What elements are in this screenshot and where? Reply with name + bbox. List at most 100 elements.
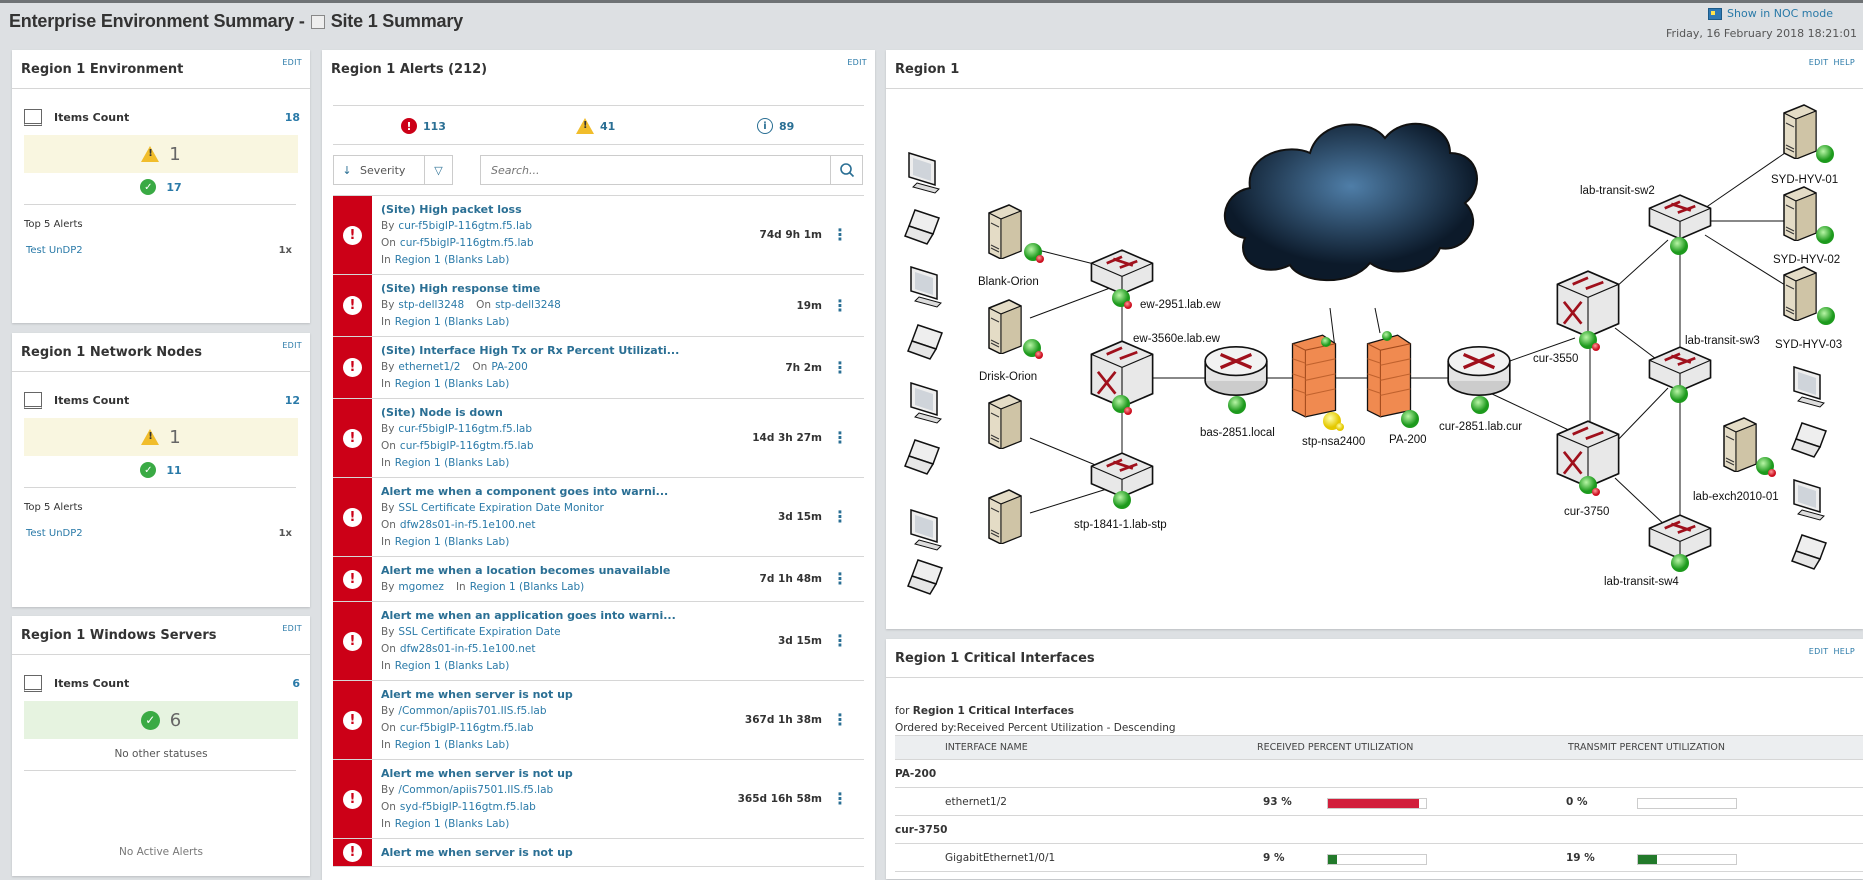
help-link[interactable]: HELP (1833, 647, 1855, 656)
more-options-icon[interactable]: ⋮ (832, 428, 848, 447)
sort-down-arrow-icon[interactable]: ↓ (342, 163, 352, 177)
detail-value[interactable]: cur-f5bigIP-116gtm.f5.lab (398, 220, 533, 232)
detail-value[interactable]: stp-dell3248 (495, 299, 561, 311)
detail-value[interactable]: Region 1 (Blanks Lab) (469, 581, 585, 593)
critical-count[interactable]: !113 (401, 118, 446, 134)
search-button[interactable] (830, 156, 862, 184)
detail-value[interactable]: PA-200 (491, 361, 528, 373)
top-alert-link[interactable]: Test UnDP2 (26, 528, 83, 539)
detail-value[interactable]: Region 1 (Blanks Lab) (394, 739, 510, 751)
detail-value[interactable]: dfw28s01-in-f5.1e100.net (399, 643, 536, 655)
detail-value[interactable]: Region 1 (Blanks Lab) (394, 536, 510, 548)
detail-value[interactable]: /Common/apiis701.IIS.f5.lab (398, 705, 547, 717)
node-label[interactable]: cur-3550 (1533, 353, 1578, 365)
node-label[interactable]: lab-transit-sw3 (1685, 335, 1760, 347)
detail-value[interactable]: Region 1 (Blanks Lab) (394, 660, 510, 672)
node-label[interactable]: SYD-HYV-03 (1775, 339, 1842, 351)
more-options-icon[interactable]: ⋮ (832, 357, 848, 377)
more-options-icon[interactable]: ⋮ (832, 225, 848, 244)
detail-value[interactable]: /Common/apiis7501.IIS.f5.lab (398, 784, 554, 796)
node-label[interactable]: Blank-Orion (978, 276, 1039, 288)
column-transmit-utilization[interactable]: TRANSMIT PERCENT UTILIZATION (1568, 742, 1726, 753)
more-options-icon[interactable]: ⋮ (832, 507, 848, 526)
alert-title[interactable]: Alert me when a component goes into warn… (381, 485, 669, 498)
node-label[interactable]: ew-2951.lab.ew (1140, 299, 1221, 311)
ok-status-band[interactable]: ✓6 (24, 701, 298, 739)
detail-value[interactable]: Region 1 (Blanks Lab) (394, 818, 510, 830)
detail-value[interactable]: syd-f5bigIP-116gtm.f5.lab (399, 801, 536, 813)
edit-link[interactable]: EDIT (282, 58, 302, 67)
alert-item[interactable]: !Alert me when a component goes into war… (333, 478, 864, 557)
detail-value[interactable]: SSL Certificate Expiration Date Monitor (398, 502, 604, 514)
alert-item[interactable]: !Alert me when server is not up (333, 839, 864, 867)
alert-title[interactable]: (Site) High response time (381, 282, 541, 295)
top-alert-link[interactable]: Test UnDP2 (26, 245, 83, 256)
help-link[interactable]: HELP (1833, 58, 1855, 67)
node-label[interactable]: cur-3750 (1564, 506, 1609, 518)
detail-value[interactable]: Region 1 (Blanks Lab) (394, 378, 510, 390)
warning-status-band[interactable]: 1 (24, 135, 298, 173)
interface-name[interactable]: GigabitEthernet1/0/1 (945, 852, 1056, 864)
edit-link[interactable]: EDIT (282, 341, 302, 350)
alert-title[interactable]: (Site) Interface High Tx or Rx Percent U… (381, 344, 680, 357)
detail-value[interactable]: Region 1 (Blanks Lab) (394, 457, 510, 469)
node-label[interactable]: SYD-HYV-01 (1771, 174, 1838, 186)
more-options-icon[interactable]: ⋮ (832, 295, 848, 315)
more-options-icon[interactable]: ⋮ (832, 569, 848, 588)
detail-value[interactable]: mgomez (398, 581, 444, 593)
node-name[interactable]: PA-200 (895, 768, 937, 780)
ok-status-row[interactable]: ✓11 (12, 462, 310, 478)
node-label[interactable]: PA-200 (1389, 434, 1427, 446)
node-label[interactable]: ew-3560e.lab.ew (1133, 333, 1221, 345)
detail-value[interactable]: Region 1 (Blanks Lab) (394, 316, 510, 328)
detail-value[interactable]: cur-f5bigIP-116gtm.f5.lab (399, 237, 534, 249)
node-label[interactable]: lab-transit-sw2 (1580, 185, 1655, 197)
alert-title[interactable]: (Site) High packet loss (381, 203, 522, 216)
node-label[interactable]: Drisk-Orion (979, 371, 1037, 383)
alert-item[interactable]: !Alert me when an application goes into … (333, 602, 864, 681)
node-label[interactable]: bas-2851.local (1200, 427, 1275, 439)
detail-value[interactable]: dfw28s01-in-f5.1e100.net (399, 519, 536, 531)
column-interface-name[interactable]: INTERFACE NAME (945, 742, 1028, 753)
warning-status-band[interactable]: 1 (24, 418, 298, 456)
chevron-down-icon[interactable]: ▽ (424, 156, 452, 184)
detail-value[interactable]: cur-f5bigIP-116gtm.f5.lab (398, 423, 533, 435)
warning-count[interactable]: 41 (576, 118, 615, 134)
alert-title[interactable]: Alert me when server is not up (381, 767, 573, 780)
column-received-utilization[interactable]: RECEIVED PERCENT UTILIZATION (1257, 742, 1414, 753)
search-input[interactable] (481, 156, 830, 184)
alert-title[interactable]: Alert me when server is not up (381, 688, 573, 701)
node-label[interactable]: SYD-HYV-02 (1773, 254, 1840, 266)
alert-item[interactable]: !(Site) Interface High Tx or Rx Percent … (333, 337, 864, 399)
detail-value[interactable]: cur-f5bigIP-116gtm.f5.lab (399, 440, 534, 452)
sort-severity-dropdown[interactable]: ↓ Severity ▽ (333, 155, 453, 185)
noc-mode-link[interactable]: Show in NOC mode (1708, 7, 1833, 20)
alert-item[interactable]: !Alert me when a location becomes unavai… (333, 557, 864, 602)
node-name[interactable]: cur-3750 (895, 824, 948, 836)
node-label[interactable]: stp-1841-1.lab-stp (1074, 519, 1167, 531)
node-label[interactable]: stp-nsa2400 (1302, 436, 1365, 448)
edit-link[interactable]: EDIT (282, 624, 302, 633)
detail-value[interactable]: stp-dell3248 (398, 299, 465, 311)
edit-link[interactable]: EDIT (1808, 58, 1829, 67)
edit-link[interactable]: EDIT (1808, 647, 1829, 656)
detail-value[interactable]: cur-f5bigIP-116gtm.f5.lab (399, 722, 534, 734)
ok-status-row[interactable]: ✓17 (12, 179, 310, 195)
more-options-icon[interactable]: ⋮ (832, 631, 848, 650)
interface-name[interactable]: ethernet1/2 (945, 796, 1007, 808)
node-label[interactable]: lab-exch2010-01 (1693, 491, 1779, 503)
detail-value[interactable]: ethernet1/2 (398, 361, 461, 373)
more-options-icon[interactable]: ⋮ (832, 710, 848, 729)
alert-title[interactable]: Alert me when an application goes into w… (381, 609, 676, 622)
node-label[interactable]: cur-2851.lab.cur (1439, 421, 1522, 433)
alert-title[interactable]: (Site) Node is down (381, 406, 503, 419)
alert-title[interactable]: Alert me when a location becomes unavail… (381, 564, 671, 577)
more-options-icon[interactable]: ⋮ (832, 789, 848, 808)
